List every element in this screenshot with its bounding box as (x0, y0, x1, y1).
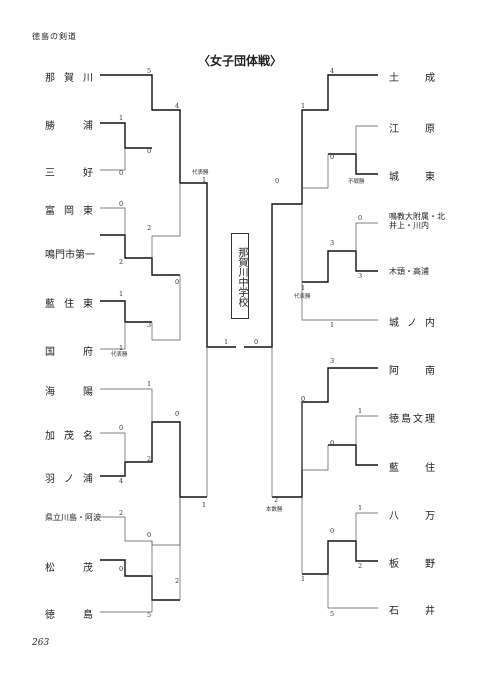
score-label: 1 (301, 102, 306, 110)
score-label: 5 (147, 67, 152, 75)
right-team-3: 城東 (389, 172, 435, 183)
score-label: 1 (147, 380, 152, 388)
right-team-4: 鳴教大附属・北井上・川内 (389, 212, 445, 230)
left-team-7: 国府 (45, 347, 93, 358)
left-team-8: 海陽 (45, 387, 93, 398)
score-label: 0 (119, 565, 124, 573)
score-label: 2 (147, 455, 152, 463)
running-header: 徳島の剣道 (32, 32, 77, 41)
score-label: 1 (202, 501, 207, 509)
score-label: 1 (119, 114, 124, 122)
final-score-left: 1 (224, 338, 229, 346)
score-label: 1 (119, 344, 124, 352)
score-label: 0 (301, 395, 306, 403)
score-label: 1 (301, 575, 306, 583)
right-team-12: 石井 (389, 606, 435, 617)
score-label: 0 (330, 153, 335, 161)
right-team-7: 阿南 (389, 366, 435, 377)
walkover-note: 不戦勝 (348, 179, 365, 185)
score-label: 0 (119, 169, 124, 177)
score-label: 0 (175, 278, 180, 286)
score-label: 1 (358, 504, 363, 512)
score-label: 2 (358, 562, 363, 570)
score-label: 5 (330, 610, 335, 618)
tiebreak-note: 代表勝 (192, 170, 209, 176)
score-label: 5 (147, 611, 152, 619)
score-label: 3 (147, 321, 152, 329)
score-label: 4 (119, 477, 124, 485)
score-label: 2 (147, 224, 152, 232)
score-label: 0 (330, 527, 335, 535)
score-label: 3 (358, 272, 363, 280)
tiebreak-note: 代表勝 (111, 352, 128, 358)
left-team-2: 勝浦 (45, 121, 93, 132)
points-win-note: 本数勝 (266, 507, 283, 513)
right-team-5: 木頭・高浦 (389, 267, 429, 276)
left-team-10: 羽ノ浦 (45, 474, 93, 485)
page-number: 263 (32, 638, 50, 648)
score-label: 4 (330, 67, 335, 75)
score-label: 0 (147, 147, 152, 155)
score-label: 1 (202, 176, 207, 184)
score-label: 2 (119, 509, 124, 517)
right-team-8: 徳島文理 (389, 414, 435, 425)
left-team-6: 藍住東 (45, 299, 93, 310)
score-label: 2 (119, 258, 124, 266)
score-label: 3 (330, 357, 335, 365)
page-title: 〈女子団体戦〉 (197, 54, 282, 68)
right-team-2: 江原 (389, 124, 435, 135)
score-label: 4 (175, 102, 180, 110)
score-label: 0 (175, 410, 180, 418)
score-label: 1 (119, 290, 124, 298)
score-label: 3 (330, 239, 335, 247)
tiebreak-note: 代表勝 (294, 294, 311, 300)
score-label: 2 (274, 496, 279, 504)
left-team-13: 徳島 (45, 610, 93, 621)
score-label: 0 (330, 439, 335, 447)
score-label: 0 (275, 177, 280, 185)
score-label: 2 (175, 577, 180, 585)
right-team-11: 板野 (389, 559, 435, 570)
left-team-11: 県立川島・阿波 (45, 513, 101, 522)
score-label: 1 (358, 407, 363, 415)
right-team-1: 土成 (389, 73, 435, 84)
left-team-4: 富岡東 (45, 206, 93, 217)
left-team-12: 松茂 (45, 563, 93, 574)
score-label: 0 (147, 531, 152, 539)
score-label: 0 (119, 200, 124, 208)
left-team-5: 鳴門市第一 (45, 250, 95, 261)
left-team-3: 三好 (45, 168, 93, 179)
score-label: 0 (119, 424, 124, 432)
right-team-6: 城ノ内 (389, 318, 435, 329)
score-label: 1 (330, 321, 335, 329)
left-team-9: 加茂名 (45, 431, 93, 442)
left-team-1: 那賀川 (45, 73, 93, 84)
score-label: 1 (301, 284, 306, 292)
right-team-10: 八万 (389, 511, 435, 522)
final-score-right: 0 (254, 338, 259, 346)
champion-box: 那賀川中学校 (231, 233, 249, 319)
score-label: 0 (358, 214, 363, 222)
right-team-9: 藍住 (389, 463, 435, 474)
